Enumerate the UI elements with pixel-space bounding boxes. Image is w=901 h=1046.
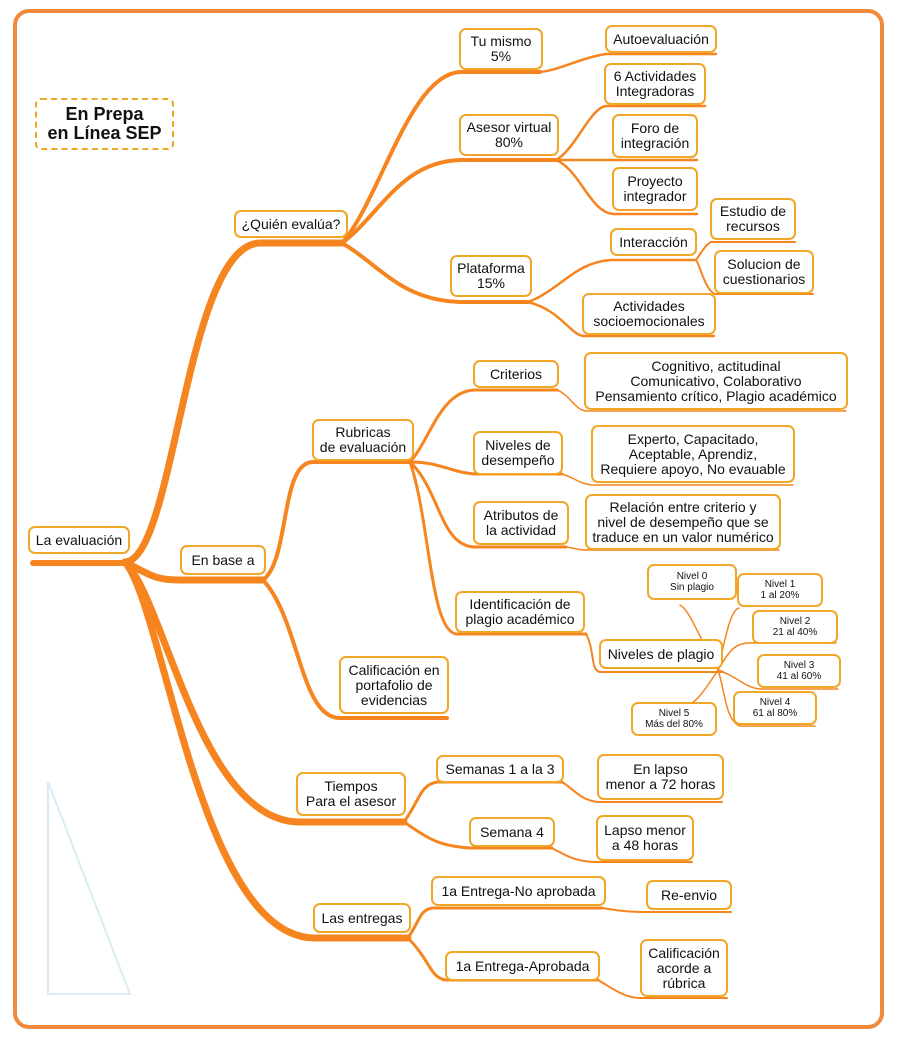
link-si-calif [597, 979, 728, 999]
node-niveles-detalle: Experto, Capacitado, Aceptable, Aprendiz… [591, 425, 795, 483]
node-nivel-3: Nivel 3 41 al 60% [757, 654, 841, 688]
node-actividades-socioemocionales: Actividades socioemocionales [582, 293, 716, 335]
node-la-evaluacion: La evaluación [28, 526, 130, 554]
link-entregas-no [406, 906, 604, 940]
node-nivel-1: Nivel 1 1 al 20% [737, 573, 823, 607]
node-autoevaluacion: Autoevaluación [605, 25, 717, 53]
link-rub-atributos [408, 460, 568, 549]
node-las-entregas: Las entregas [313, 903, 411, 933]
root-underline [30, 560, 128, 566]
link-enbase-rubricas [261, 460, 412, 582]
node-tu-mismo: Tu mismo 5% [459, 28, 543, 70]
node-estudio-recursos: Estudio de recursos [710, 198, 796, 240]
link-quien-plataforma [340, 241, 530, 304]
link-root-entregas [121, 558, 412, 942]
link-quien-asesor [340, 158, 558, 245]
node-niveles-desempeno: Niveles de desempeño [473, 431, 563, 475]
node-atributos: Atributos de la actividad [473, 501, 569, 545]
link-tiempos-sem4 [402, 820, 554, 850]
node-niveles-plagio: Niveles de plagio [599, 639, 723, 669]
node-plataforma: Plataforma 15% [450, 255, 532, 297]
link-enbase-calif [261, 578, 449, 720]
node-lapso-72: En lapso menor a 72 horas [597, 754, 724, 800]
link-quien-tumismo [340, 70, 542, 245]
node-semanas-1-3: Semanas 1 a la 3 [436, 755, 564, 783]
node-nivel-5: Nivel 5 Más del 80% [631, 702, 717, 736]
link-no-reenvio [601, 907, 732, 913]
link-inter-solucion [695, 259, 814, 295]
node-calificacion-rubrica: Calificación acorde a rúbrica [640, 939, 728, 997]
link-plat-socio [526, 300, 716, 338]
node-foro-integracion: Foro de integración [612, 114, 698, 158]
link-nplag-3 [717, 669, 839, 690]
node-rubricas: Rubricas de evaluación [312, 419, 414, 461]
link-sem4-lapso [551, 847, 693, 863]
link-sem13-lapso [561, 781, 723, 803]
node-identificacion-plagio: Identificación de plagio académico [455, 591, 585, 633]
node-nivel-2: Nivel 2 21 al 40% [752, 610, 838, 644]
link-entregas-si [406, 936, 600, 982]
link-rub-niveles [408, 460, 564, 476]
link-root-quien [121, 239, 346, 566]
node-asesor-virtual: Asesor virtual 80% [459, 114, 559, 156]
link-nplag-4 [717, 669, 816, 727]
node-calificacion-portafolio: Calificación en portafolio de evidencias [339, 656, 449, 714]
node-atributos-detalle: Relación entre criterio y nivel de desem… [585, 494, 781, 550]
node-entrega-no-aprobada: 1a Entrega-No aprobada [431, 876, 606, 906]
link-rub-plagio [408, 460, 588, 636]
link-plagio-niveles [585, 633, 724, 673]
node-proyecto-integrador: Proyecto integrador [612, 167, 698, 211]
node-nivel-0: Nivel 0 Sin plagio [647, 564, 737, 600]
link-asesor-proyecto [554, 158, 699, 216]
outer-frame [13, 9, 884, 1029]
document-title: En Prepa en Línea SEP [35, 98, 174, 150]
link-plat-interaccion [526, 258, 698, 304]
node-quien-evalua: ¿Quién evalúa? [234, 210, 348, 238]
node-solucion-cuestionarios: Solucion de cuestionarios [714, 250, 814, 294]
node-actividades-integradoras: 6 Actividades Integradoras [604, 63, 706, 105]
node-nivel-4: Nivel 4 61 al 80% [733, 691, 817, 725]
node-semana-4: Semana 4 [469, 817, 555, 847]
node-lapso-48: Lapso menor a 48 horas [596, 815, 694, 861]
node-en-base-a: En base a [180, 545, 266, 575]
link-crit-det [556, 389, 847, 412]
node-criterios-detalle: Cognitivo, actitudinal Comunicativo, Col… [584, 352, 848, 410]
node-criterios: Criterios [473, 360, 559, 388]
link-asesor-activ [554, 104, 707, 162]
link-atr-det [565, 546, 780, 551]
link-rub-criterios [408, 388, 559, 464]
node-tiempos: Tiempos Para el asesor [296, 772, 406, 816]
link-tiempos-sem13 [402, 780, 564, 824]
link-niv-det [561, 473, 794, 486]
node-entrega-aprobada: 1a Entrega-Aprobada [445, 951, 600, 981]
link-tumismo-auto [538, 52, 718, 74]
link-inter-estudio [695, 241, 796, 261]
decorative-triangle [47, 781, 132, 995]
node-interaccion: Interacción [610, 228, 697, 256]
node-reenvio: Re-envio [646, 880, 732, 910]
